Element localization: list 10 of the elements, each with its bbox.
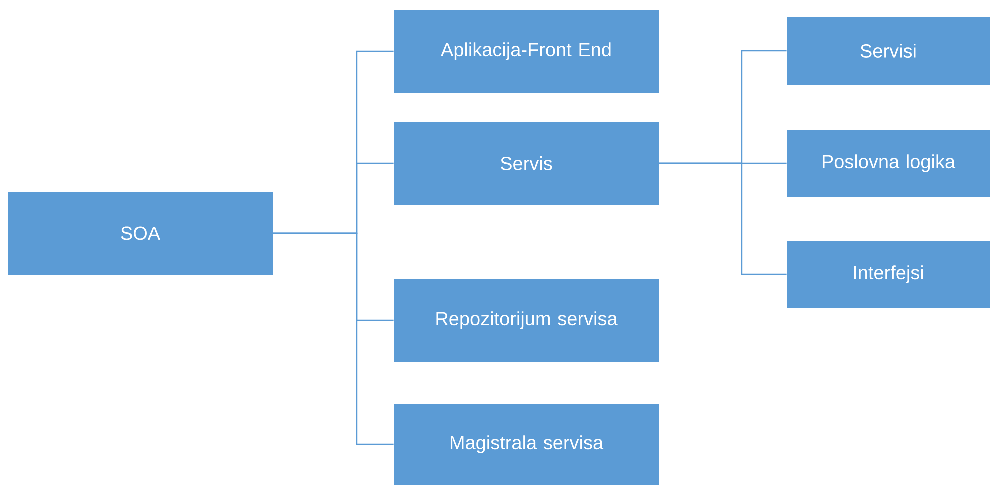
- process-box: SOA: [8, 192, 273, 275]
- process-box: Repozitorijum servisa: [394, 278, 659, 362]
- connector-line: [659, 162, 787, 276]
- process-box: Servisi: [787, 17, 990, 85]
- process-box: Poslovna logika: [787, 130, 990, 197]
- process-box: Servis: [394, 122, 659, 205]
- connector-line: [273, 232, 394, 446]
- process-box: Magistrala servisa: [394, 404, 659, 485]
- process-box: Interfejsi: [787, 241, 990, 308]
- process-box: Aplikacija-Front End: [394, 10, 659, 93]
